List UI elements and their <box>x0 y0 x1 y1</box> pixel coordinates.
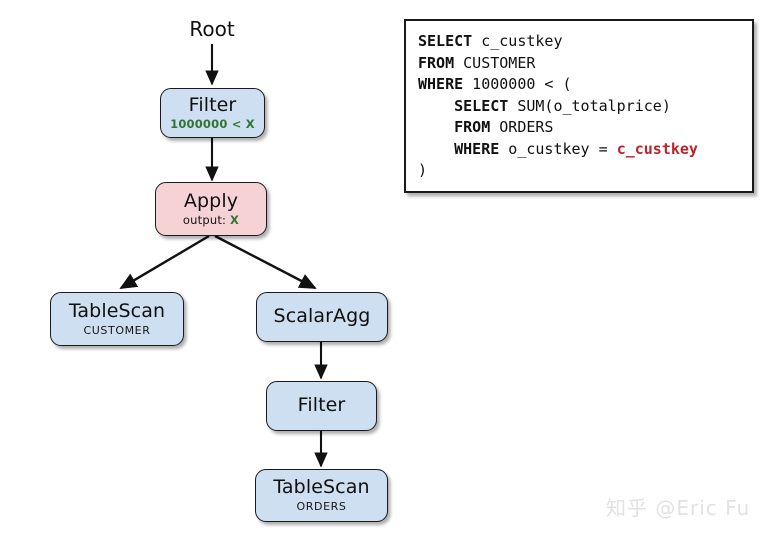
plan-node-subtitle-prefix: output: <box>182 213 230 228</box>
sql-line: FROM CUSTOMER <box>418 53 752 75</box>
sql-text <box>418 118 454 136</box>
sql-line: SELECT c_custkey <box>418 31 752 53</box>
watermark: 知乎 @Eric Fu <box>606 496 751 520</box>
plan-node-title: ScalarAgg <box>273 305 371 328</box>
plan-node-title: TableScan <box>68 299 166 322</box>
sql-text <box>418 140 454 158</box>
sql-keyword: WHERE <box>454 139 500 158</box>
plan-node-title: Apply <box>183 189 239 212</box>
plan-node-tablescan-orders[interactable]: TableScan ORDERS <box>255 469 388 522</box>
sql-line: FROM ORDERS <box>418 117 752 139</box>
plan-node-tablescan-customer[interactable]: TableScan CUSTOMER <box>50 292 184 346</box>
plan-node-title: TableScan <box>273 476 370 499</box>
sql-text: SUM(o_totalprice) <box>508 96 671 115</box>
edge-apply-to-tablescan-customer <box>119 234 210 290</box>
sql-line: SELECT SUM(o_totalprice) <box>418 96 752 118</box>
plan-node-subtitle: 1000000 < X <box>170 117 255 132</box>
plan-node-subtitle-accent: X <box>229 213 240 228</box>
edge-apply-to-scalaragg <box>214 234 317 290</box>
plan-node-subtitle: output: X <box>183 214 239 226</box>
sql-line: WHERE 1000000 < ( <box>418 74 752 96</box>
sql-correlated-column: c_custkey <box>616 139 698 158</box>
sql-keyword: WHERE <box>418 75 464 93</box>
sql-keyword: SELECT <box>418 32 473 50</box>
sql-keyword: SELECT <box>454 96 509 115</box>
sql-text: o_custkey = <box>499 139 617 158</box>
sql-text: ORDERS <box>490 118 554 136</box>
sql-keyword: FROM <box>418 53 455 72</box>
plan-node-title: Filter <box>297 394 346 417</box>
plan-node-title: Filter <box>188 93 237 116</box>
sql-line: WHERE o_custkey = c_custkey <box>418 139 752 161</box>
plan-node-subtitle: ORDERS <box>296 500 347 514</box>
sql-text: c_custkey <box>472 32 563 50</box>
plan-node-subtitle: CUSTOMER <box>83 323 151 337</box>
sql-line: ) <box>418 160 752 182</box>
sql-text <box>418 97 454 115</box>
plan-node-apply[interactable]: Apply output: X <box>155 182 267 236</box>
plan-node-scalaragg[interactable]: ScalarAgg <box>256 292 388 342</box>
sql-keyword: FROM <box>454 118 491 136</box>
sql-text: ) <box>418 161 428 179</box>
root-label: Root <box>189 17 235 41</box>
sql-text: 1000000 < ( <box>463 75 572 93</box>
sql-text: CUSTOMER <box>454 53 536 72</box>
plan-node-filter-top[interactable]: Filter 1000000 < X <box>160 88 265 138</box>
plan-node-filter-bottom[interactable]: Filter <box>266 381 377 431</box>
